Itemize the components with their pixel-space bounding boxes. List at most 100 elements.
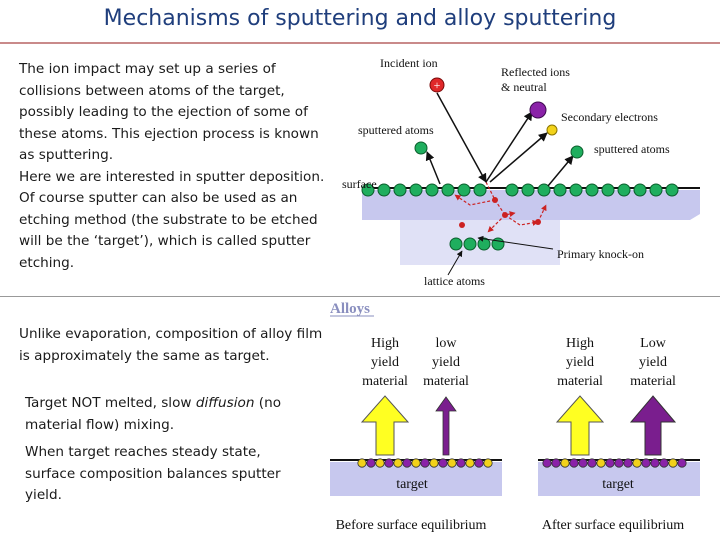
after-atom (677, 458, 687, 468)
surface-atom (553, 183, 567, 197)
after-atom (560, 458, 570, 468)
after-atom (614, 458, 624, 468)
after-atom (551, 458, 561, 468)
surface-atom (441, 183, 455, 197)
knock-on-pointer (477, 235, 554, 250)
after-atom (641, 458, 651, 468)
sputtered-atom-path-right (547, 155, 574, 187)
before-atom (384, 458, 394, 468)
after-atom (632, 458, 642, 468)
after-atom-row (542, 458, 687, 468)
surface-atom (409, 183, 423, 197)
incident-ion (429, 77, 445, 93)
knock-on-points (459, 197, 541, 228)
before-low-label-1: low (436, 336, 458, 351)
target-surface-region (362, 190, 700, 220)
before-atom-row (357, 458, 493, 468)
label-sputtered-atoms-left: sputtered atoms (358, 123, 434, 137)
after-atom (569, 458, 579, 468)
before-atom (357, 458, 367, 468)
label-sputtered-atoms-right: sputtered atoms (594, 142, 670, 156)
surface-atom (649, 183, 663, 197)
before-high-label-1: High (371, 336, 399, 351)
label-surface: surface (342, 177, 377, 191)
after-high-yield-arrow (555, 395, 605, 456)
before-atom (411, 458, 421, 468)
reflected-ion (529, 101, 547, 119)
before-high-label-2: yield (371, 355, 399, 370)
label-neutral: & neutral (501, 80, 547, 94)
alloy-after-panel: High yield material Low yield material (538, 336, 700, 533)
knock-on-point (492, 197, 498, 203)
label-reflected-ions: Reflected ions (501, 65, 570, 79)
surface-atom (585, 183, 599, 197)
after-atom (605, 458, 615, 468)
after-atom (587, 458, 597, 468)
after-atom (668, 458, 678, 468)
after-atom (659, 458, 669, 468)
surface-atom (463, 237, 477, 251)
after-atom (578, 458, 588, 468)
after-atom (650, 458, 660, 468)
after-low-label-3: material (630, 374, 676, 389)
surface-atom (393, 183, 407, 197)
intro-text: The ion impact may set up a series of co… (19, 59, 335, 274)
before-target-label: target (396, 477, 428, 492)
surface-atom (457, 183, 471, 197)
alloy-before-panel: High yield material low yield material (330, 336, 502, 533)
before-atom (420, 458, 430, 468)
surface-atom (569, 183, 583, 197)
alloy-p2-post: (no material flow) mixing. (25, 395, 282, 433)
before-high-yield-arrow (360, 395, 410, 456)
sputter-diagram: + Incident ion Reflected ions & neutral … (342, 56, 700, 288)
surface-atom (521, 183, 535, 197)
surface-atom (361, 183, 375, 197)
label-incident-ion: Incident ion (380, 56, 438, 70)
surface-atom (473, 183, 487, 197)
alloy-paragraph-1: Unlike evaporation, composition of alloy… (19, 326, 323, 364)
before-atom (483, 458, 493, 468)
before-atom (429, 458, 439, 468)
after-high-label-3: material (557, 374, 603, 389)
section-divider (0, 296, 720, 297)
before-high-label-3: material (362, 374, 408, 389)
surface-atom (665, 183, 679, 197)
alloy-p2-pre: Target NOT melted, slow (25, 395, 196, 411)
surface-atom (491, 237, 505, 251)
before-target-region (330, 462, 502, 496)
after-low-yield-arrow (629, 395, 677, 456)
after-atom (596, 458, 606, 468)
surface-atom (633, 183, 647, 197)
after-high-label-1: High (566, 336, 594, 351)
surface-atom (377, 183, 391, 197)
collision-path (487, 214, 506, 233)
after-target-region (538, 462, 700, 496)
before-atom (402, 458, 412, 468)
before-low-yield-arrow (435, 396, 457, 456)
before-atom (474, 458, 484, 468)
before-caption: Before surface equilibrium (336, 518, 487, 533)
incident-ion-charge: + (434, 78, 441, 92)
before-atom (366, 458, 376, 468)
surface-atom (425, 183, 439, 197)
after-atom (623, 458, 633, 468)
label-secondary-electrons: Secondary electrons (561, 110, 658, 124)
alloy-text-3: When target reaches steady state, surfac… (25, 442, 315, 507)
before-atom (393, 458, 403, 468)
surface-atom (617, 183, 631, 197)
after-low-label-1: Low (640, 336, 667, 351)
before-atom (447, 458, 457, 468)
before-atom (465, 458, 475, 468)
title-underline (0, 42, 720, 44)
alloy-text-1: Unlike evaporation, composition of alloy… (19, 324, 329, 367)
collision-path (454, 194, 496, 206)
knock-on-point (535, 219, 541, 225)
alloy-diagram: Alloys High yield material low yield mat… (330, 301, 700, 533)
collision-path (537, 204, 547, 223)
before-low-label-2: yield (432, 355, 460, 370)
surface-atom (601, 183, 615, 197)
reflected-ion-path (485, 111, 533, 183)
label-primary-knock-on: Primary knock-on (557, 247, 644, 261)
alloy-text-2: Target NOT melted, slow diffusion (no ma… (25, 393, 315, 436)
